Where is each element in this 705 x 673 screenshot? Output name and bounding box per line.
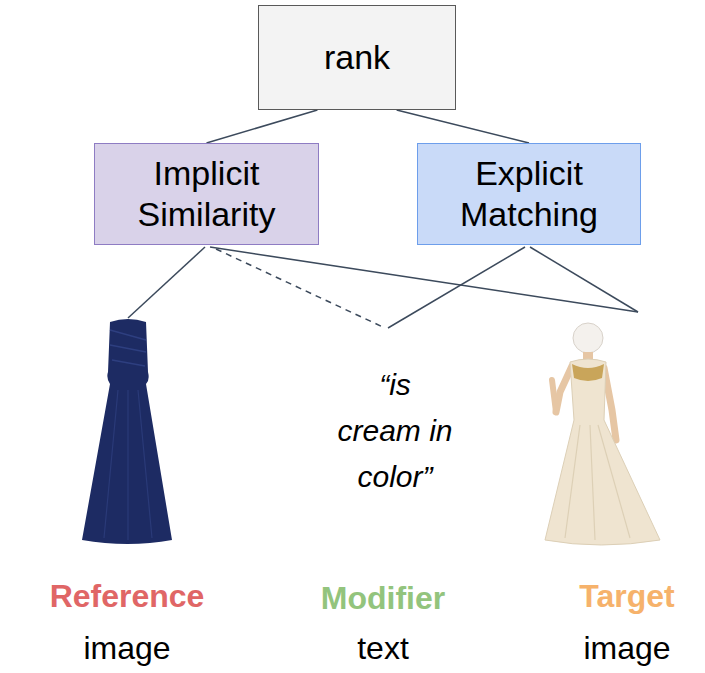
role-subtitle: image	[17, 628, 237, 668]
role-title: Modifier	[273, 578, 493, 618]
tree-edge	[397, 110, 529, 143]
role-title: Target	[552, 576, 702, 616]
node-text: rank	[324, 37, 390, 78]
target-gown	[545, 323, 660, 545]
role-subtitle: text	[273, 628, 493, 668]
modifier-text: “is cream in color”	[335, 362, 455, 500]
node-text: Explicit Matching	[428, 153, 630, 235]
implicit-box: Implicit Similarity	[94, 143, 319, 245]
reference-dress	[82, 319, 172, 544]
tree-edge	[207, 110, 318, 143]
link-line	[388, 247, 525, 328]
explicit-box: Explicit Matching	[417, 143, 641, 245]
link-line	[128, 247, 205, 318]
node-text: Implicit Similarity	[105, 153, 308, 235]
role-title: Reference	[17, 576, 237, 616]
role-subtitle: image	[552, 628, 702, 668]
dashed-link-line	[216, 249, 385, 328]
link-line	[210, 247, 638, 312]
link-line	[530, 247, 638, 312]
rank-box: rank	[258, 5, 456, 110]
